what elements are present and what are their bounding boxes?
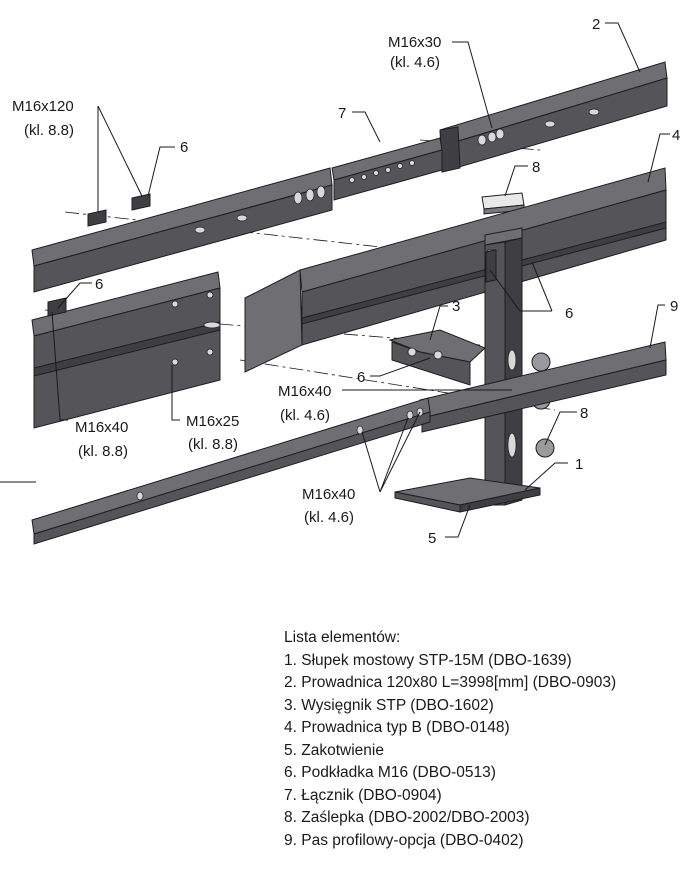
guide-rail-2 [439,61,668,173]
parts-list-item: 3. Wysięgnik STP (DBO-1602) [284,696,494,714]
parts-list-item: 8. Zaślepka (DBO-2002/DBO-2003) [284,809,530,826]
fastener-grade: (kl. 8.8) [188,436,238,453]
fastener-grade: (kl. 8.8) [24,122,74,139]
callout-9: 9 [670,298,678,315]
assembly-axis [64,211,481,259]
callout-1: 1 [575,456,583,473]
lower-beam [31,397,431,545]
guide-rail-left [31,167,333,293]
callout-5: 5 [428,530,436,547]
callout-2: 2 [592,16,600,33]
washers-6 [47,193,497,317]
callout-6: 6 [565,305,573,322]
parts-list-item: 2. Prowadnica 120x80 L=3998[mm] (DBO-090… [284,674,617,691]
fastener-grade: (kl. 4.6) [304,509,354,526]
fastener-grade: (kl. 8.8) [78,443,128,460]
callout-6: 6 [180,139,188,156]
fastener-size: M16x30 [388,34,441,51]
parts-list-item: 5. Zakotwienie [284,741,384,759]
fastener-grade: (kl. 4.6) [390,54,440,71]
bridge-post-1 [394,227,541,513]
connector-7 [331,137,443,201]
fastener-size: M16x120 [12,98,74,115]
parts-list-item: 9. Pas profilowy-opcja (DBO-0402) [284,831,524,849]
parts-list-item: 6. Podkładka M16 (DBO-0513) [284,764,496,781]
guide-rail-left-lower [31,271,221,429]
fastener-size: M16x25 [186,413,239,430]
assembly-axis [239,359,556,411]
parts-list-item: 7. Łącznik (DBO-0904) [284,786,442,804]
callout-8: 8 [580,405,588,422]
parts-list-heading: Lista elementów: [284,629,401,646]
callout-4: 4 [672,127,680,144]
callout-8: 8 [532,159,540,176]
end-cap-8 [481,192,525,215]
guide-rail-type-b-4 [244,167,667,373]
fastener-grade: (kl. 4.6) [280,407,330,424]
parts-list: Lista elementów: 1. Słupek mostowy STP-1… [284,627,694,852]
fastener-size: M16x40 [75,419,128,436]
fastener-size: M16x40 [302,486,355,503]
callout-6: 6 [95,276,103,293]
fastener-size: M16x40 [278,383,331,400]
arm-3 [388,329,486,386]
leader-lines [0,22,670,538]
guardrail-assembly-diagram: 2 7 4 6 8 6 3 9 6 6 8 1 5 M16x30 (kl. 4.… [0,16,680,547]
callout-6: 6 [357,369,365,386]
parts-list-item: 1. Słupek mostowy STP-15M (DBO-1639) [284,651,572,669]
parts-list-items: 1. Słupek mostowy STP-15M (DBO-1639) 2. … [284,650,694,853]
parts-list-item: 4. Prowadnica typ B (DBO-0148) [284,719,510,736]
callout-3: 3 [452,298,460,315]
callout-7: 7 [338,105,346,122]
